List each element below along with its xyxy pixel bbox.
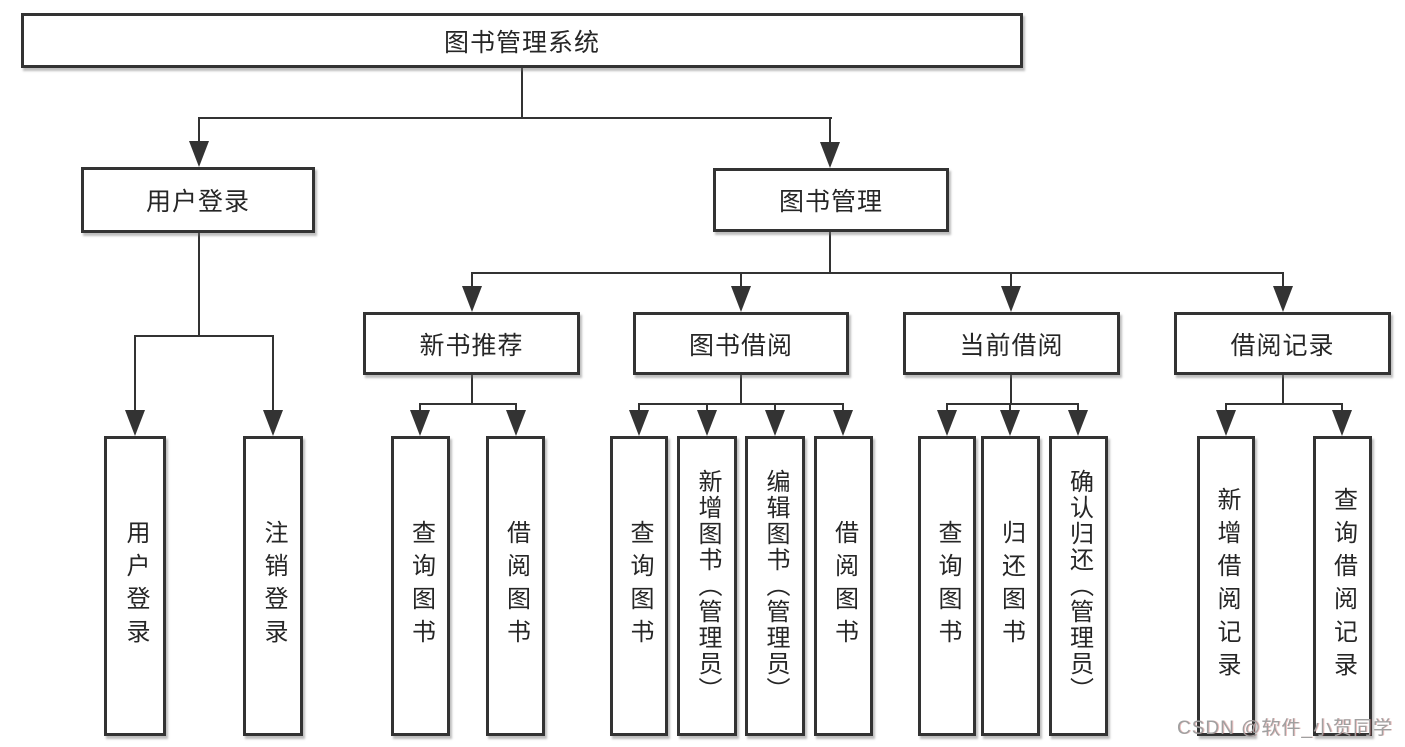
leaf-query-book-current: 查询图书 xyxy=(918,436,976,736)
connector-line xyxy=(946,403,1079,405)
node-new-book-recommend: 新书推荐 xyxy=(363,312,580,375)
connector-line xyxy=(1010,272,1012,294)
connector-arrowhead xyxy=(506,410,526,436)
connector-line xyxy=(272,335,274,418)
connector-arrowhead xyxy=(820,142,840,168)
connector-line xyxy=(829,117,831,150)
leaf-confirm-return-admin: 确认归还（管理员） xyxy=(1049,436,1108,736)
leaf-label: 查询图书 xyxy=(934,520,961,652)
connector-line xyxy=(1010,375,1012,405)
leaf-borrow-book: 借阅图书 xyxy=(814,436,873,736)
node-label: 借阅记录 xyxy=(1230,331,1335,360)
leaf-label: 查询图书 xyxy=(407,520,435,652)
connector-arrowhead xyxy=(765,410,785,436)
connector-line xyxy=(471,272,1284,274)
connector-line xyxy=(1225,403,1343,405)
leaf-return-book: 归还图书 xyxy=(981,436,1040,736)
leaf-label: 借阅图书 xyxy=(830,520,858,652)
connector-arrowhead xyxy=(629,410,649,436)
node-library-management-system: 图书管理系统 xyxy=(21,13,1023,68)
csdn-watermark: CSDN @软件_小贺同学 xyxy=(1177,718,1393,739)
node-label: 图书管理系统 xyxy=(443,28,600,57)
node-current-borrow: 当前借阅 xyxy=(903,312,1120,375)
connector-arrowhead xyxy=(731,286,751,312)
node-label: 当前借阅 xyxy=(959,331,1064,360)
connector-arrowhead xyxy=(1332,410,1352,436)
leaf-borrow-book-recommend: 借阅图书 xyxy=(486,436,545,736)
connector-arrowhead xyxy=(1273,286,1293,312)
leaf-add-book-admin: 新增图书（管理员） xyxy=(677,436,737,736)
leaf-label: 新增借阅记录 xyxy=(1213,487,1240,685)
connector-line xyxy=(134,335,274,337)
leaf-query-book-recommend: 查询图书 xyxy=(391,436,450,736)
leaf-query-book-borrow: 查询图书 xyxy=(610,436,668,736)
connector-arrowhead xyxy=(1216,410,1236,436)
leaf-label: 新增图书（管理员） xyxy=(694,469,721,703)
leaf-query-borrow-record: 查询借阅记录 xyxy=(1313,436,1372,736)
connector-line xyxy=(1282,375,1284,405)
node-label: 图书管理 xyxy=(778,188,883,216)
connector-arrowhead xyxy=(263,410,283,436)
leaf-label: 编辑图书（管理员） xyxy=(762,469,789,703)
connector-line xyxy=(471,375,473,405)
connector-arrowhead xyxy=(410,410,430,436)
leaf-label: 确认归还（管理员） xyxy=(1065,469,1093,703)
leaf-label: 借阅图书 xyxy=(502,520,530,652)
connector-line xyxy=(198,233,200,337)
connector-line xyxy=(198,117,832,119)
leaf-add-borrow-record: 新增借阅记录 xyxy=(1197,436,1255,736)
connector-line xyxy=(134,335,136,418)
node-user-login: 用户登录 xyxy=(81,167,315,233)
leaf-edit-book-admin: 编辑图书（管理员） xyxy=(745,436,805,736)
connector-line xyxy=(521,68,523,118)
connector-arrowhead xyxy=(937,410,957,436)
leaf-label: 查询借阅记录 xyxy=(1329,487,1357,685)
leaf-label: 注销登录 xyxy=(260,520,287,652)
connector-line xyxy=(471,272,473,294)
connector-arrowhead xyxy=(125,410,145,436)
node-label: 图书借阅 xyxy=(688,331,793,360)
leaf-label: 查询图书 xyxy=(626,520,653,652)
connector-arrowhead xyxy=(833,410,853,436)
connector-line xyxy=(198,117,200,149)
leaf-logout: 注销登录 xyxy=(243,436,303,736)
node-label: 新书推荐 xyxy=(419,331,524,360)
connector-arrowhead xyxy=(189,141,209,167)
connector-line xyxy=(1282,272,1284,294)
node-book-management: 图书管理 xyxy=(713,168,949,232)
node-borrow-record: 借阅记录 xyxy=(1174,312,1391,375)
connector-line xyxy=(419,403,517,405)
connector-arrowhead xyxy=(697,410,717,436)
node-label: 用户登录 xyxy=(145,188,250,216)
leaf-label: 用户登录 xyxy=(122,520,149,652)
connector-arrowhead xyxy=(1068,410,1088,436)
connector-line xyxy=(829,232,831,274)
leaf-label: 归还图书 xyxy=(997,520,1025,652)
node-book-borrow: 图书借阅 xyxy=(633,312,849,375)
connector-arrowhead xyxy=(1001,286,1021,312)
connector-line xyxy=(638,403,844,405)
connector-line xyxy=(740,375,742,405)
connector-line xyxy=(740,272,742,294)
connector-arrowhead xyxy=(462,286,482,312)
leaf-user-login: 用户登录 xyxy=(104,436,166,736)
connector-arrowhead xyxy=(1000,410,1020,436)
